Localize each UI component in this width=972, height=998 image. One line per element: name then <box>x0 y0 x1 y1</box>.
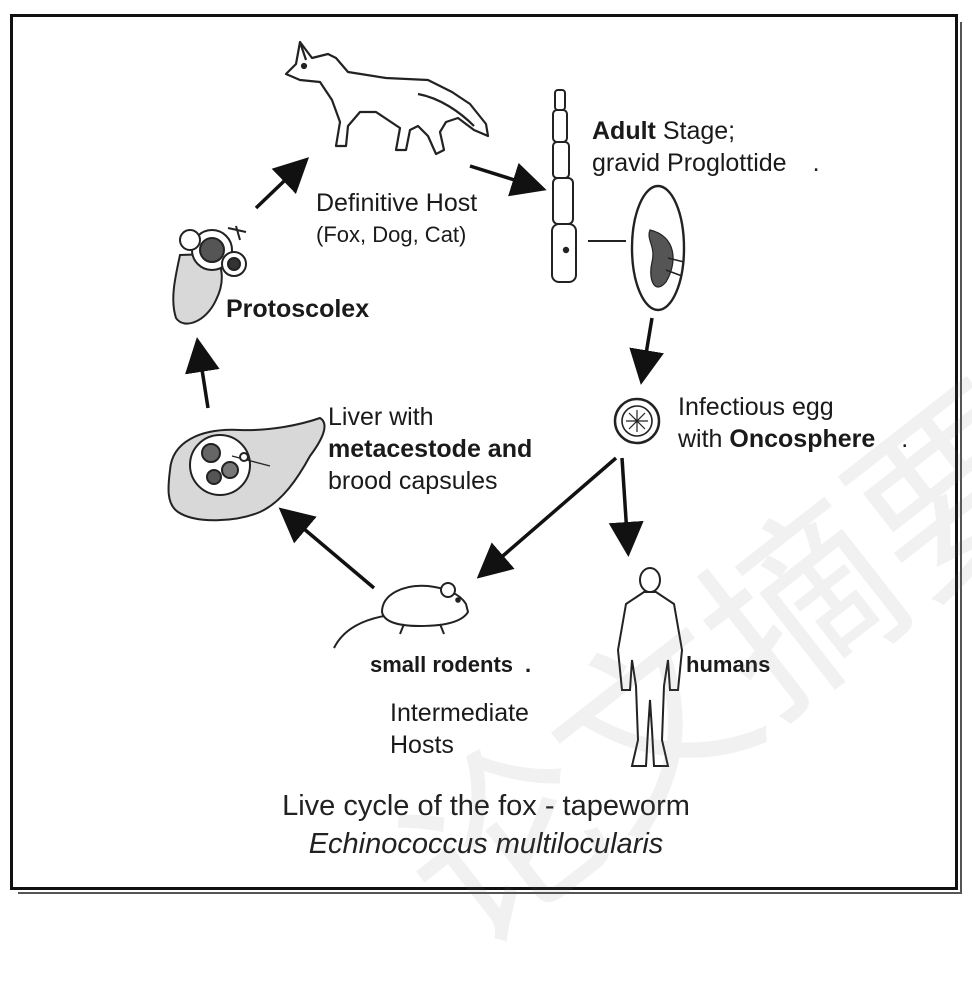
caption-title: Live cycle of the fox - tapeworm <box>0 790 972 823</box>
arrow-egg-to-rodent <box>482 458 616 574</box>
liver-illustration <box>168 418 324 520</box>
small-rodents-text: small rodents <box>370 652 513 677</box>
oncosphere-prefix: with <box>678 425 729 453</box>
intermediate-hosts-line1: Intermediate <box>390 698 529 728</box>
arrow-liver-to-protoscolex <box>198 344 208 408</box>
oncosphere-bold: Oncosphere <box>729 425 875 453</box>
definitive-host-label: Definitive Host <box>316 188 477 218</box>
arrow-egg-to-human <box>622 458 628 550</box>
protoscolex-label: Protoscolex <box>226 294 369 324</box>
adult-rest-text: Stage; <box>656 117 735 145</box>
arrow-fox-to-adult <box>470 166 540 188</box>
gravid-text: gravid Proglottide <box>592 149 787 177</box>
intermediate-hosts-line2: Hosts <box>390 730 454 760</box>
infectious-egg-illustration <box>615 399 659 443</box>
caption-species: Echinococcus multilocularis <box>0 828 972 861</box>
gravid-dot: . <box>813 149 820 177</box>
definitive-host-examples: (Fox, Dog, Cat) <box>316 220 466 250</box>
small-rodents-label: small rodents. <box>370 650 531 680</box>
arrow-protoscolex-to-fox <box>256 162 304 208</box>
small-rodents-dot: . <box>525 652 531 677</box>
fox-illustration <box>286 42 488 154</box>
gravid-proglottid-illustration <box>632 186 684 310</box>
rodent-illustration <box>334 583 468 648</box>
oncosphere-label: with Oncosphere. <box>678 424 908 454</box>
liver-label-line3: brood capsules <box>328 466 498 496</box>
human-illustration <box>618 568 682 766</box>
adult-bold-text: Adult <box>592 117 656 145</box>
liver-label-line2: metacestode and <box>328 434 532 464</box>
oncosphere-dot: . <box>901 425 908 453</box>
liver-label-line1: Liver with <box>328 402 434 432</box>
adult-stage-label: Adult Stage; <box>592 116 735 146</box>
arrow-rodent-to-liver <box>284 512 374 588</box>
gravid-proglottide-label: gravid Proglottide. <box>592 148 820 178</box>
arrow-proglottid-to-egg <box>642 318 652 378</box>
humans-label: humans <box>686 650 770 680</box>
infectious-egg-label: Infectious egg <box>678 392 834 422</box>
